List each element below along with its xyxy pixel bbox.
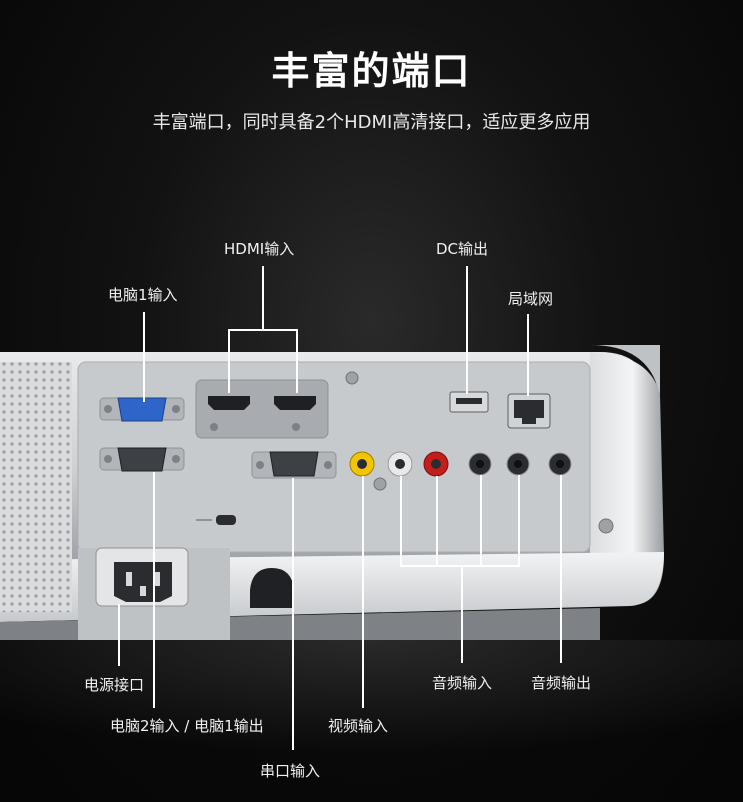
rca-jack-icon [349, 451, 375, 477]
label-power-port: 电源接口 [84, 676, 145, 694]
rca-jack-icon [387, 451, 413, 477]
callout-line-audio-in-bar [400, 565, 520, 567]
label-lan: 局域网 [508, 290, 554, 308]
label-pc1-input: 电脑1输入 [108, 286, 178, 304]
callout-line-power [118, 604, 120, 666]
callout-line-audio-in-drop [461, 565, 463, 663]
callout-line-hdmi-drop [262, 266, 264, 330]
label-audio-output: 音频输出 [531, 674, 592, 692]
hdmi-port-icon [208, 396, 250, 410]
audio-jack-icon [548, 452, 572, 476]
page-title: 丰富的端口 [271, 49, 472, 93]
callout-line-hdmi-bar [228, 329, 298, 331]
rca-jack-icon [423, 451, 449, 477]
label-pc2-in-pc1-out: 电脑2输入 / 电脑1输出 [110, 717, 264, 735]
label-dc-output: DC输出 [436, 240, 489, 258]
kensington-lock-icon [196, 515, 236, 525]
callout-line-audio-in-v4 [518, 475, 520, 566]
callout-line-pc1 [143, 312, 145, 402]
callout-line-audio-in-v2 [436, 476, 438, 566]
callout-line-video [362, 476, 364, 708]
callout-line-dc [466, 266, 468, 394]
label-video-input: 视频输入 [328, 717, 389, 735]
page-subtitle: 丰富端口，同时具备2个HDMI高清接口，适应更多应用 [152, 112, 591, 133]
audio-jack-icon [506, 452, 530, 476]
label-hdmi-input: HDMI输入 [224, 240, 295, 258]
callout-line-pc2 [153, 472, 155, 708]
usb-port-icon [449, 391, 489, 413]
ethernet-port-icon [507, 393, 551, 429]
callout-line-audio-out [560, 475, 562, 663]
callout-line-audio-in-v1 [400, 476, 402, 566]
callout-line-hdmi-left [228, 329, 230, 393]
hdmi-port-icon [274, 396, 316, 410]
label-serial-input: 串口输入 [260, 762, 321, 780]
power-socket-icon [95, 547, 189, 607]
audio-jack-icon [468, 452, 492, 476]
callout-line-serial [292, 478, 294, 750]
vga-port-icon [99, 397, 185, 422]
label-audio-input: 音频输入 [432, 674, 493, 692]
vga-port-icon [99, 447, 185, 472]
callout-line-audio-in-v3 [480, 475, 482, 566]
vga-port-icon [251, 451, 337, 479]
callout-line-lan [527, 314, 529, 396]
callout-line-hdmi-right [296, 329, 298, 393]
